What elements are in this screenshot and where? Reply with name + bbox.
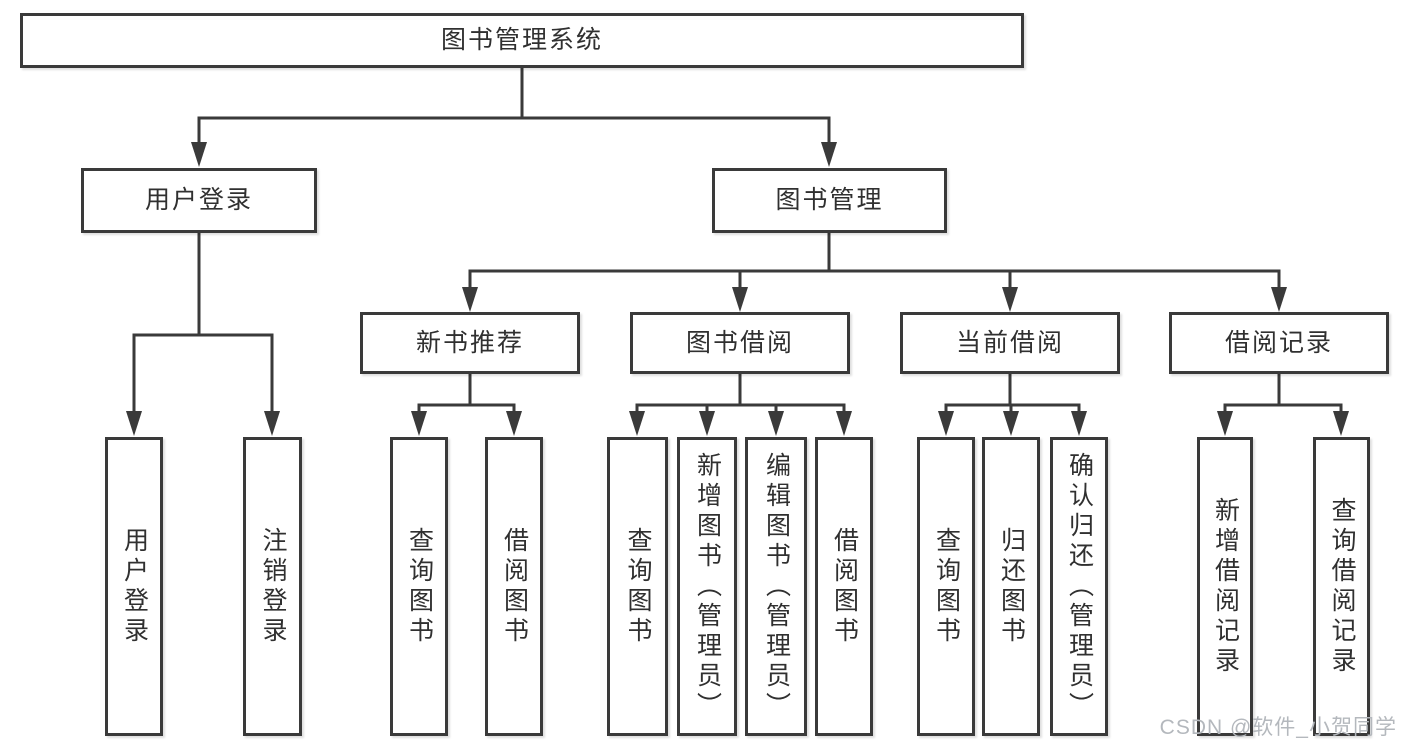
node-borrow-records: 借阅记录 <box>1169 312 1389 374</box>
node-logout: 注销登录 <box>243 437 302 736</box>
node-label: 当前借阅 <box>955 328 1064 357</box>
node-label: 确认归还（管理员） <box>1065 451 1094 722</box>
node-label: 图书借阅 <box>685 328 794 357</box>
node-label: 归还图书 <box>997 526 1026 647</box>
node-label: 新增图书（管理员） <box>693 451 722 722</box>
node-add-book-admin: 新增图书（管理员） <box>677 437 737 736</box>
node-add-borrow-record: 新增借阅记录 <box>1197 437 1253 736</box>
node-label: 查询图书 <box>932 526 961 647</box>
node-label: 图书管理系统 <box>440 26 603 54</box>
node-login: 用户登录 <box>105 437 163 736</box>
node-label: 注销登录 <box>259 526 287 647</box>
node-label: 新增借阅记录 <box>1211 496 1240 677</box>
node-query-books-3: 查询图书 <box>917 437 975 736</box>
node-return-book: 归还图书 <box>982 437 1040 736</box>
node-borrow-books-2: 借阅图书 <box>815 437 873 736</box>
node-label: 查询图书 <box>405 526 434 647</box>
node-root: 图书管理系统 <box>20 13 1024 68</box>
arrowheads <box>126 142 1349 436</box>
node-label: 图书管理 <box>775 186 884 214</box>
node-label: 查询借阅记录 <box>1328 496 1356 677</box>
node-label: 借阅图书 <box>500 526 529 647</box>
node-label: 编辑图书（管理员） <box>762 451 791 722</box>
node-query-books-2: 查询图书 <box>607 437 668 736</box>
node-query-borrow-record: 查询借阅记录 <box>1313 437 1370 736</box>
node-query-books-1: 查询图书 <box>390 437 448 736</box>
node-confirm-return-admin: 确认归还（管理员） <box>1050 437 1108 736</box>
node-borrow-books-1: 借阅图书 <box>485 437 543 736</box>
csdn-watermark: CSDN @软件_小贺同学 <box>1159 716 1397 739</box>
node-label: 用户登录 <box>144 186 253 214</box>
node-label: 借阅图书 <box>830 526 859 647</box>
node-edit-book-admin: 编辑图书（管理员） <box>745 437 807 736</box>
node-label: 用户登录 <box>120 526 149 647</box>
node-book-borrow: 图书借阅 <box>630 312 850 374</box>
node-label: 新书推荐 <box>415 328 524 357</box>
node-user-login: 用户登录 <box>81 168 317 233</box>
node-label: 借阅记录 <box>1224 328 1333 357</box>
node-current-borrow: 当前借阅 <box>900 312 1120 374</box>
node-label: 查询图书 <box>624 526 652 647</box>
node-new-book-recommend: 新书推荐 <box>360 312 580 374</box>
node-book-management: 图书管理 <box>712 168 947 233</box>
